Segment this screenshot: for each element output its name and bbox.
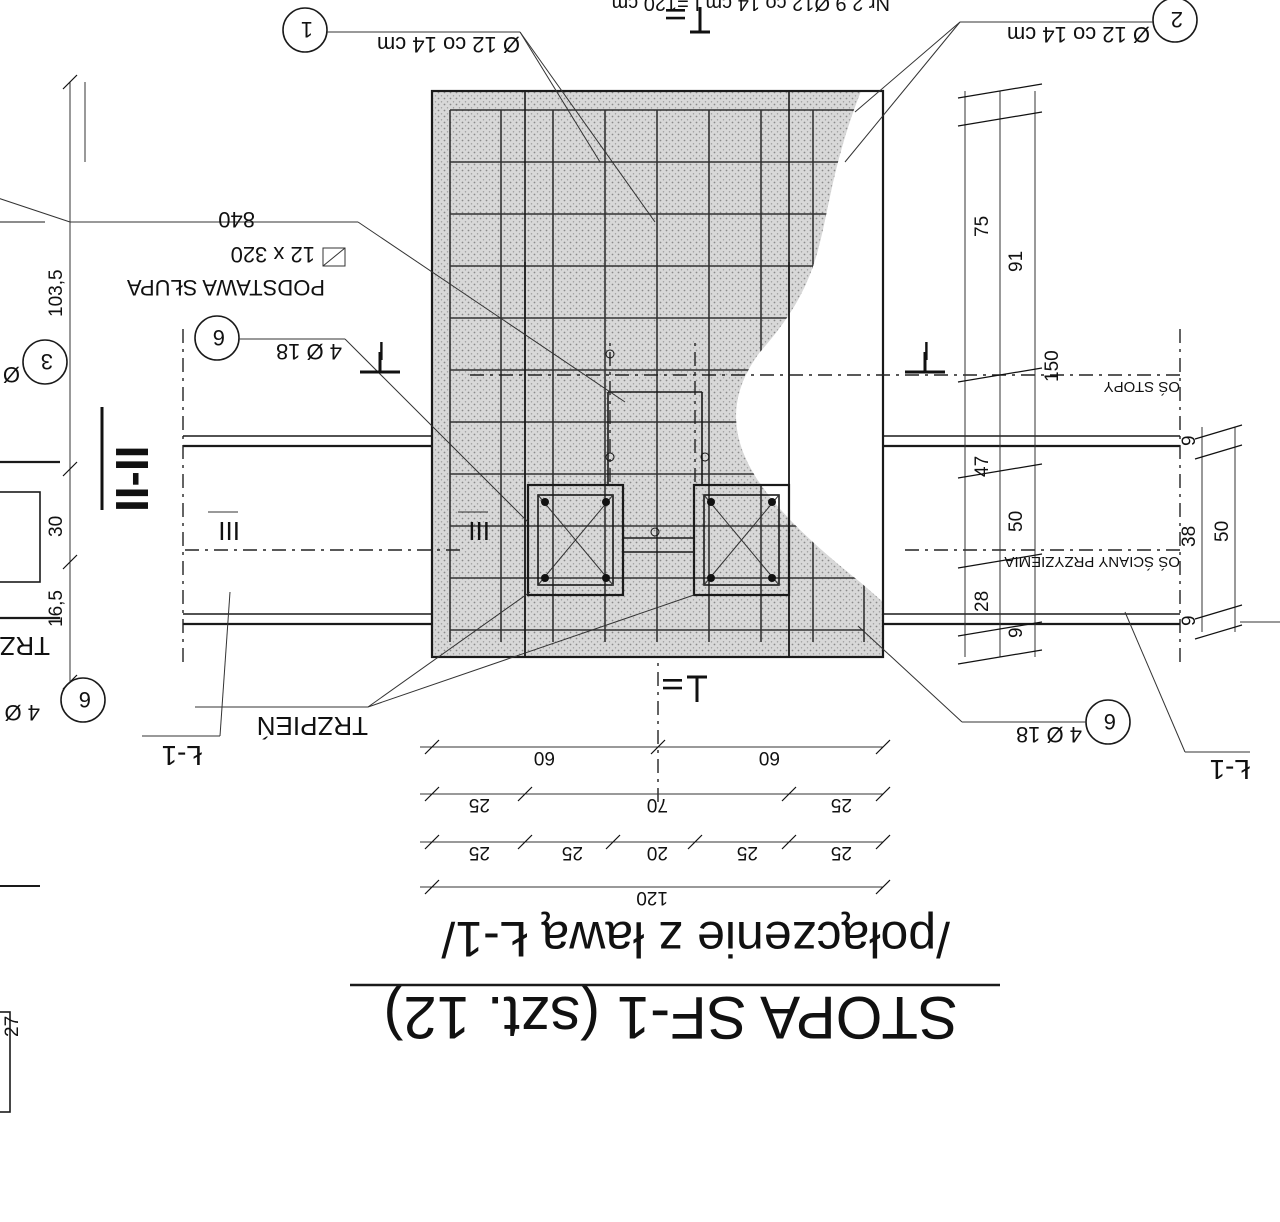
axis-footing-label: OŚ STOPY	[1104, 378, 1180, 396]
column-base-plate: 12 x 320	[231, 242, 315, 267]
dim-right-50: 50	[1006, 511, 1027, 532]
rebar-6-number-far: 6	[79, 687, 91, 712]
callout-rebar-6-upper: 6 4 Ø 18	[194, 315, 529, 523]
callout-rebar-6-lower: 6 4 Ø 18	[857, 625, 1131, 747]
dimensions-outer-chain: 9 38 9 50	[1179, 424, 1243, 640]
callout-l1-right: Ł-1	[1124, 611, 1250, 785]
callout-trzpien: TRZPIEŃ TRZP	[0, 591, 695, 741]
footing-plan	[185, 89, 1180, 802]
section-I-right: I	[923, 336, 930, 366]
rebar-2-text: Ø 12 co 14 cm	[1007, 22, 1150, 47]
l1-label-left: Ł-1	[162, 740, 202, 771]
dim-row0-a: 60	[759, 747, 780, 768]
rebar-grid	[449, 109, 865, 642]
dim-outer-9a: 9	[1179, 615, 1200, 626]
title-line2: /połączenie z ławą Ł-1/	[441, 911, 950, 967]
dim-right-47: 47	[972, 456, 993, 477]
callout-l1-left: Ł-1	[142, 591, 231, 771]
dim-misc-27: 27	[2, 1016, 23, 1037]
dim-right-91: 91	[1006, 251, 1027, 272]
column-right	[526, 483, 625, 597]
dim-row2-a: 25	[831, 842, 852, 863]
rebar-6-number-lower: 6	[1104, 709, 1116, 734]
rebar-2-number: 2	[1171, 7, 1183, 32]
dim-right-150: 150	[1042, 350, 1063, 382]
trzpien-label-partial: TRZP	[0, 631, 50, 661]
rebar-6-bubble-upper	[194, 315, 240, 361]
rebar-2-bubble	[1152, 0, 1198, 43]
callout-rebar-6-far: 6 4 Ø	[5, 677, 106, 725]
section-II-top: II	[660, 6, 691, 22]
dim-left-165: 16,5	[46, 590, 67, 627]
dim-row1-b: 70	[647, 794, 668, 815]
dim-bottom-total: 120	[636, 887, 668, 908]
rebar-3-bubble	[22, 339, 68, 385]
section-I-left: I	[378, 336, 385, 366]
dim-row0-b: 60	[534, 747, 555, 768]
dim-right-28: 28	[972, 591, 993, 612]
dim-outer-50: 50	[1212, 521, 1233, 542]
dim-row1-c: 25	[469, 794, 490, 815]
axis-wall-label: OŚ ŚCIANY PRZYZIEMIA	[1004, 553, 1180, 571]
section-III-a: III	[468, 516, 490, 546]
section-II-bottom: II	[657, 676, 688, 692]
rebar-1-bubble	[282, 7, 328, 53]
rebar-1-number: 1	[301, 17, 313, 42]
rebar-6-text-upper: 4 Ø 18	[276, 339, 342, 364]
rebar-1-text: Ø 12 co 14 cm	[377, 32, 520, 57]
callout-rebar-1: 1 Ø 12 co 14 cm	[282, 7, 656, 223]
trzpien-label: TRZPIEŃ	[257, 711, 368, 741]
drawing-title: STOPA SF-1 (szt. 12) /połączenie z ławą …	[350, 911, 1000, 1051]
rebar-6-text-far: 4 Ø	[5, 700, 40, 725]
top-spec-text: Nr 2 9 Ø12 co 14 cm L=120 cm	[612, 0, 890, 14]
axis-labels: OŚ STOPY OŚ ŚCIANY PRZYZIEMIA	[1004, 378, 1180, 571]
callout-rebar-3: 3 Ø	[3, 339, 68, 387]
dim-outer-9b: 9	[1179, 435, 1200, 446]
l1-label-right: Ł-1	[1210, 754, 1250, 785]
rebar-6-bubble-far	[60, 677, 106, 723]
dim-left-30: 30	[46, 516, 67, 537]
column-base-value: 840	[218, 207, 255, 232]
dim-left-1035: 103,5	[46, 269, 67, 317]
section-markers: II II I I III III	[208, 6, 945, 702]
dim-outer-38: 38	[1179, 526, 1200, 547]
dim-row2-d: 25	[562, 842, 583, 863]
dim-right-9: 9	[1006, 627, 1027, 638]
rebar-3-number: 3	[41, 349, 53, 374]
column-base-label: PODSTAWA SŁUPA	[127, 275, 325, 300]
dim-row2-b: 25	[737, 842, 758, 863]
section-ii-ii-label: II-II	[106, 446, 158, 512]
dimensions-bottom: 120 25 25 20 25 25 25 70 25 60	[420, 739, 891, 908]
dim-row2-e: 25	[469, 842, 490, 863]
dimensions-left-chain: 75 91 150 47 50 28 9	[957, 83, 1063, 665]
rebar-6-text-lower: 4 Ø 18	[1016, 722, 1082, 747]
rebar-3-text: Ø	[3, 362, 20, 387]
callout-rebar-2: 2 Ø 12 co 14 cm	[844, 0, 1198, 163]
dim-right-75: 75	[972, 216, 993, 237]
dim-row2-c: 20	[647, 842, 668, 863]
section-III-b: III	[218, 516, 240, 546]
rebar-6-number-upper: 6	[213, 325, 225, 350]
dim-row1-a: 25	[831, 794, 852, 815]
column-left	[692, 483, 791, 597]
section-ii-ii-partial: 103,5 30 16,5 II-II 27	[0, 74, 158, 1113]
callout-column-base: 840 12 x 320 PODSTAWA SŁUPA	[0, 198, 626, 403]
title-line1: STOPA SF-1 (szt. 12)	[383, 984, 958, 1051]
